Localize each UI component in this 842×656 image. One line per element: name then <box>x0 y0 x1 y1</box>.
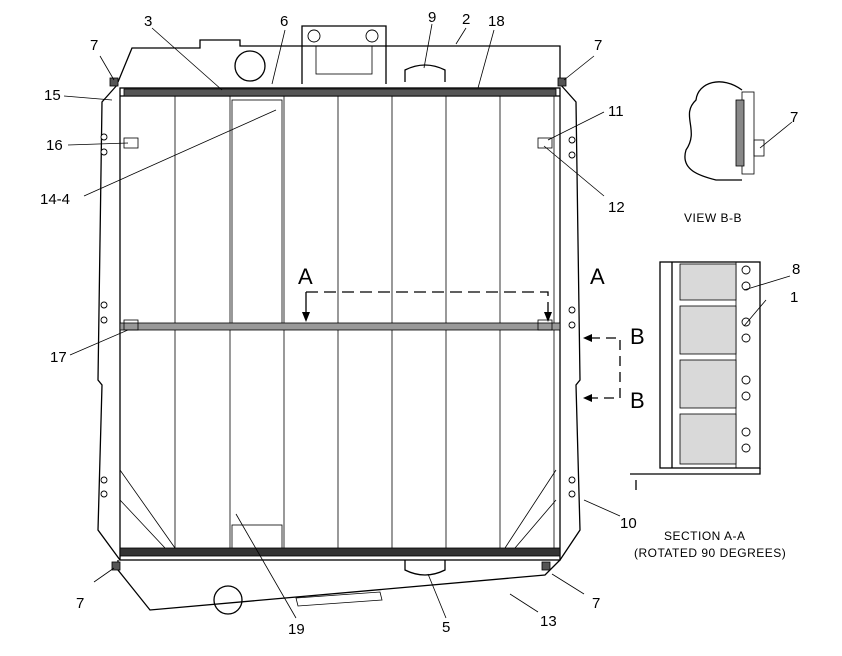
callout-3: 3 <box>144 13 152 30</box>
section-b-b-cut-line <box>590 337 621 399</box>
callout-17: 17 <box>50 349 67 366</box>
callout-5: 5 <box>442 619 450 636</box>
caption-section-a-a: SECTION A-A <box>664 529 746 543</box>
callout-7-view-b-b: 7 <box>790 109 798 126</box>
baffle-plate <box>231 99 283 326</box>
callout-labels: 2 3 6 9 18 7 7 15 16 14-4 17 11 12 10 7 … <box>40 9 800 638</box>
tube-segments <box>679 263 737 465</box>
center-crossbar <box>119 322 561 331</box>
section-marker-a-right: A <box>590 264 605 289</box>
bottom-tank <box>117 559 561 611</box>
captions: VIEW B-B SECTION A-A (ROTATED 90 DEGREES… <box>634 211 786 560</box>
section-a-a-cut-line <box>306 291 549 314</box>
callout-7-top-left: 7 <box>90 37 98 54</box>
callout-10: 10 <box>620 515 637 532</box>
section-a-a <box>630 261 761 490</box>
callout-7-bottom-right: 7 <box>592 595 600 612</box>
radiator-front-view <box>97 25 621 615</box>
callout-7-top-right: 7 <box>594 37 602 54</box>
view-b-b <box>684 81 765 181</box>
callout-1: 1 <box>790 289 798 306</box>
callout-8: 8 <box>792 261 800 278</box>
leader-lines <box>63 23 793 619</box>
drain-cap <box>213 585 243 615</box>
right-frame-holes <box>568 136 576 498</box>
section-holes <box>741 265 751 453</box>
callout-14-4: 14-4 <box>40 191 70 208</box>
callout-19: 19 <box>288 621 305 638</box>
top-inlet <box>404 64 446 82</box>
caption-section-a-a-rotated: (ROTATED 90 DEGREES) <box>634 546 786 560</box>
section-marker-b-top: B <box>630 324 645 349</box>
callout-7-bottom-left: 7 <box>76 595 84 612</box>
callout-6: 6 <box>280 13 288 30</box>
callout-13: 13 <box>540 613 557 630</box>
section-marker-a-left: A <box>298 264 313 289</box>
callout-11: 11 <box>608 103 624 120</box>
callout-16: 16 <box>46 137 63 154</box>
top-bracket <box>301 25 387 84</box>
callout-12: 12 <box>608 199 625 216</box>
callout-2: 2 <box>462 11 470 28</box>
callout-9: 9 <box>428 9 436 26</box>
callout-15: 15 <box>44 87 61 104</box>
caption-view-b-b: VIEW B-B <box>684 211 742 225</box>
section-marker-b-bottom: B <box>630 388 645 413</box>
section-markers: A A B B <box>298 264 645 413</box>
left-frame-holes <box>100 133 108 498</box>
right-side-frame <box>559 83 581 561</box>
filler-cap <box>234 50 266 82</box>
top-tank <box>117 39 561 83</box>
callout-18: 18 <box>488 13 505 30</box>
